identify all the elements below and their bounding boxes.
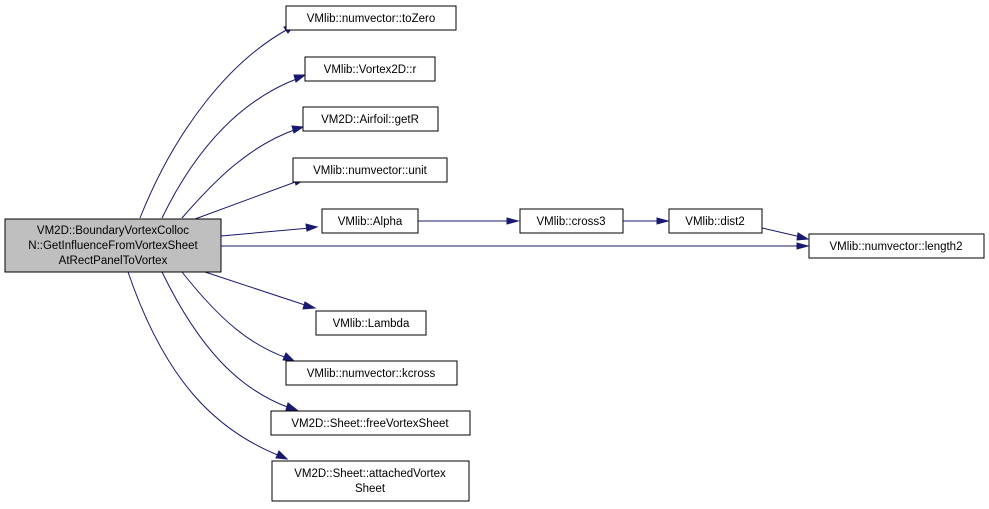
edge-root-to-freevortexsheet [161,271,291,409]
arrow-root-to-lambda [302,301,317,310]
node-attachedvortexsheet-label-line-2: Sheet [355,483,386,495]
node-getr-label: VM2D::Airfoil::getR [321,114,419,126]
edge-root-to-kcross [181,271,288,359]
edge-root-to-r [161,77,300,219]
node-dist2-label: VMlib::dist2 [685,216,744,228]
arrow-dist2-to-length2 [796,232,810,241]
node-cross3[interactable]: VMlib::cross3 [519,208,624,234]
node-alpha[interactable]: VMlib::Alpha [321,208,419,234]
arrow-root-to-length2 [796,242,810,250]
arrow-root-to-attachedvortexsheet [275,450,289,460]
arrow-root-to-r [293,74,307,83]
node-r[interactable]: VMlib::Vortex2D::r [304,56,436,82]
edge-root-to-tozero [139,27,291,219]
edge-dist2-to-length2 [761,227,802,238]
node-kcross-label: VMlib::numvector::kcross [307,368,436,380]
root-label-line-1: VM2D::BoundaryVortexColloc [37,225,189,237]
edge-root-to-attachedvortexsheet [127,271,281,457]
edge-root-to-lambda [204,271,309,307]
root-node[interactable]: VM2D::BoundaryVortexColloc N::GetInfluen… [4,218,222,273]
node-r-label: VMlib::Vortex2D::r [324,64,417,76]
root-label-line-3: AtRectPanelToVortex [59,255,168,267]
node-attachedvortexsheet-label-line-1: VM2D::Sheet::attachedVortex [294,468,446,480]
node-unit[interactable]: VMlib::numvector::unit [292,157,448,183]
node-lambda-label: VMlib::Lambda [333,318,410,330]
root-label-line-2: N::GetInfluenceFromVortexSheet [28,240,198,252]
arrow-alpha-to-cross3 [506,217,520,225]
node-getr[interactable]: VM2D::Airfoil::getR [302,106,439,132]
edge-root-to-getr [181,128,298,219]
node-attachedvortexsheet[interactable]: VM2D::Sheet::attachedVortex Sheet [271,460,470,502]
node-length2[interactable]: VMlib::numvector::length2 [808,233,985,259]
node-unit-label: VMlib::numvector::unit [313,165,428,177]
node-freevortexsheet-label: VM2D::Sheet::freeVortexSheet [291,418,449,430]
node-dist2[interactable]: VMlib::dist2 [668,208,763,234]
node-kcross[interactable]: VMlib::numvector::kcross [285,360,458,386]
node-tozero-label: VMlib::numvector::toZero [307,13,435,25]
node-length2-label: VMlib::numvector::length2 [830,241,963,253]
edges [127,23,810,460]
arrow-root-to-alpha [305,223,319,232]
node-cross3-label: VMlib::cross3 [536,216,605,228]
node-alpha-label: VMlib::Alpha [338,216,403,228]
node-tozero[interactable]: VMlib::numvector::toZero [285,5,457,31]
node-lambda[interactable]: VMlib::Lambda [315,310,427,336]
arrow-cross3-to-dist2 [656,217,670,225]
arrow-root-to-getr [291,125,305,134]
arrow-root-to-kcross [282,352,296,362]
edge-root-to-unit [194,180,299,220]
arrow-root-to-freevortexsheet [285,402,299,411]
edge-root-to-alpha [220,227,311,237]
node-freevortexsheet[interactable]: VM2D::Sheet::freeVortexSheet [270,410,471,436]
